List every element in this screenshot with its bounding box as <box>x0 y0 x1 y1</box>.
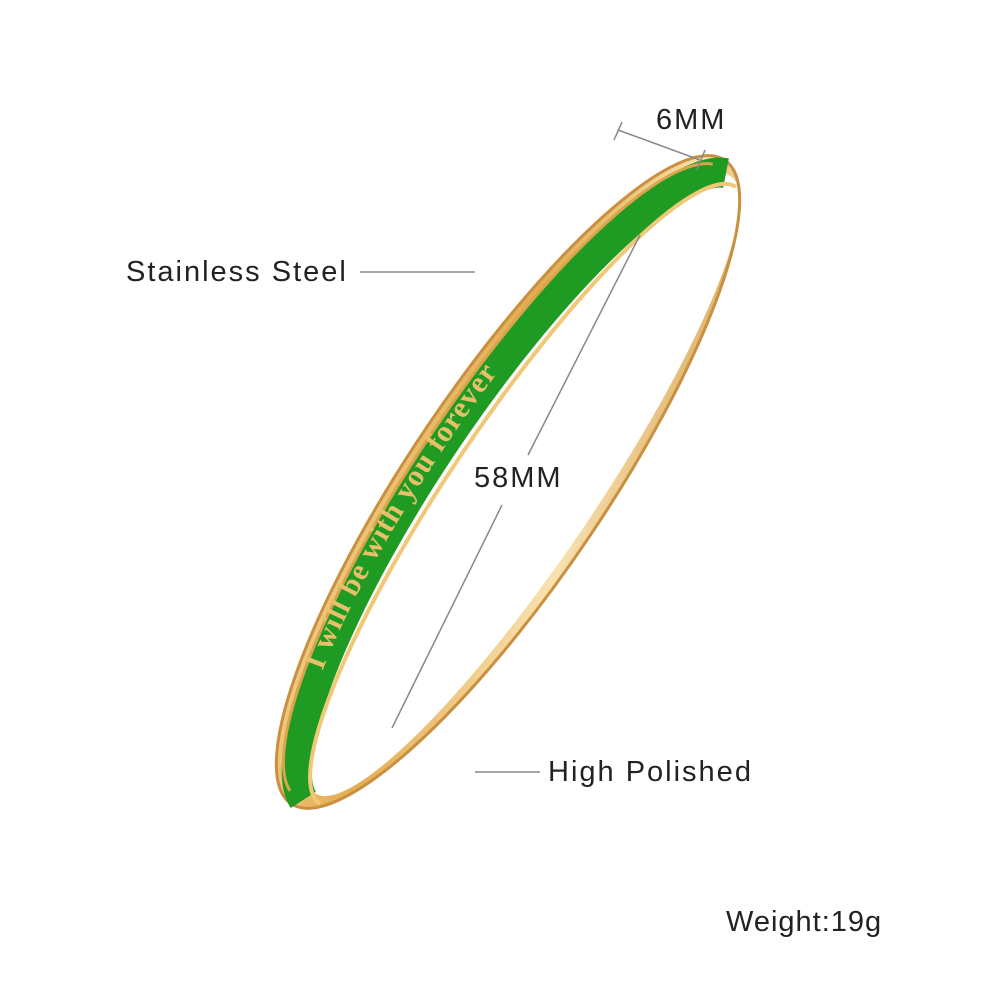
bangle: I will be with you forever <box>274 154 742 810</box>
width-label: 6MM <box>656 104 727 136</box>
green-enamel-band <box>281 157 729 808</box>
material-label: Stainless Steel <box>126 256 348 288</box>
weight-label: Weight:19g <box>726 906 883 938</box>
bangle-inner-space <box>306 173 740 797</box>
annotation-lines <box>360 121 706 773</box>
finish-label: High Polished <box>548 756 753 788</box>
diameter-label: 58MM <box>474 462 563 494</box>
